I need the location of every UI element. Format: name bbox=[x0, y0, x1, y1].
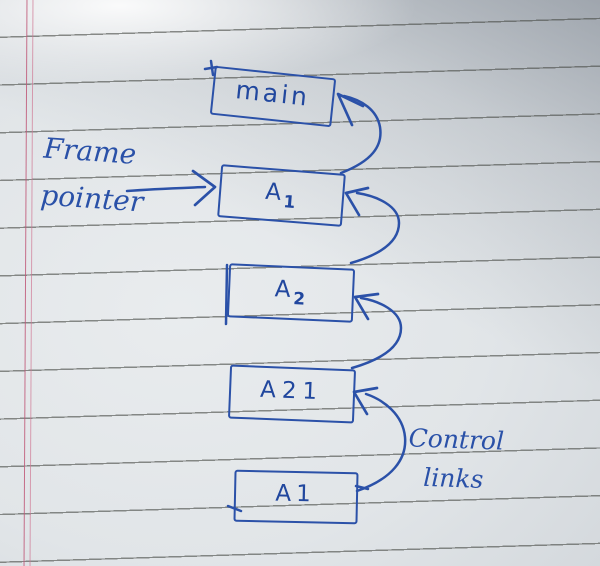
frame-pointer-label-line1: Frame bbox=[42, 131, 138, 171]
control-links-label-line2: links bbox=[422, 462, 484, 494]
stack-frame-a21: A21 bbox=[227, 364, 357, 424]
stack-frame-a1: A1 bbox=[217, 164, 346, 227]
stack-frame-a1-bottom: A1 bbox=[233, 469, 359, 525]
frame-main-label: main bbox=[234, 75, 312, 112]
frame-a1-bottom-label: A1 bbox=[275, 480, 317, 508]
frame-pointer-label: Frame pointer bbox=[39, 125, 148, 226]
frame-a21-label: A21 bbox=[259, 376, 324, 406]
frame-a2-label: A2 bbox=[274, 276, 308, 310]
control-links-label-line1: Control bbox=[408, 423, 505, 456]
stack-frame-a2: A2 bbox=[226, 263, 356, 323]
control-links-label: Control links bbox=[407, 418, 505, 499]
frame-a1-label: A1 bbox=[264, 178, 299, 213]
frame-pointer-label-line2: pointer bbox=[39, 178, 145, 219]
